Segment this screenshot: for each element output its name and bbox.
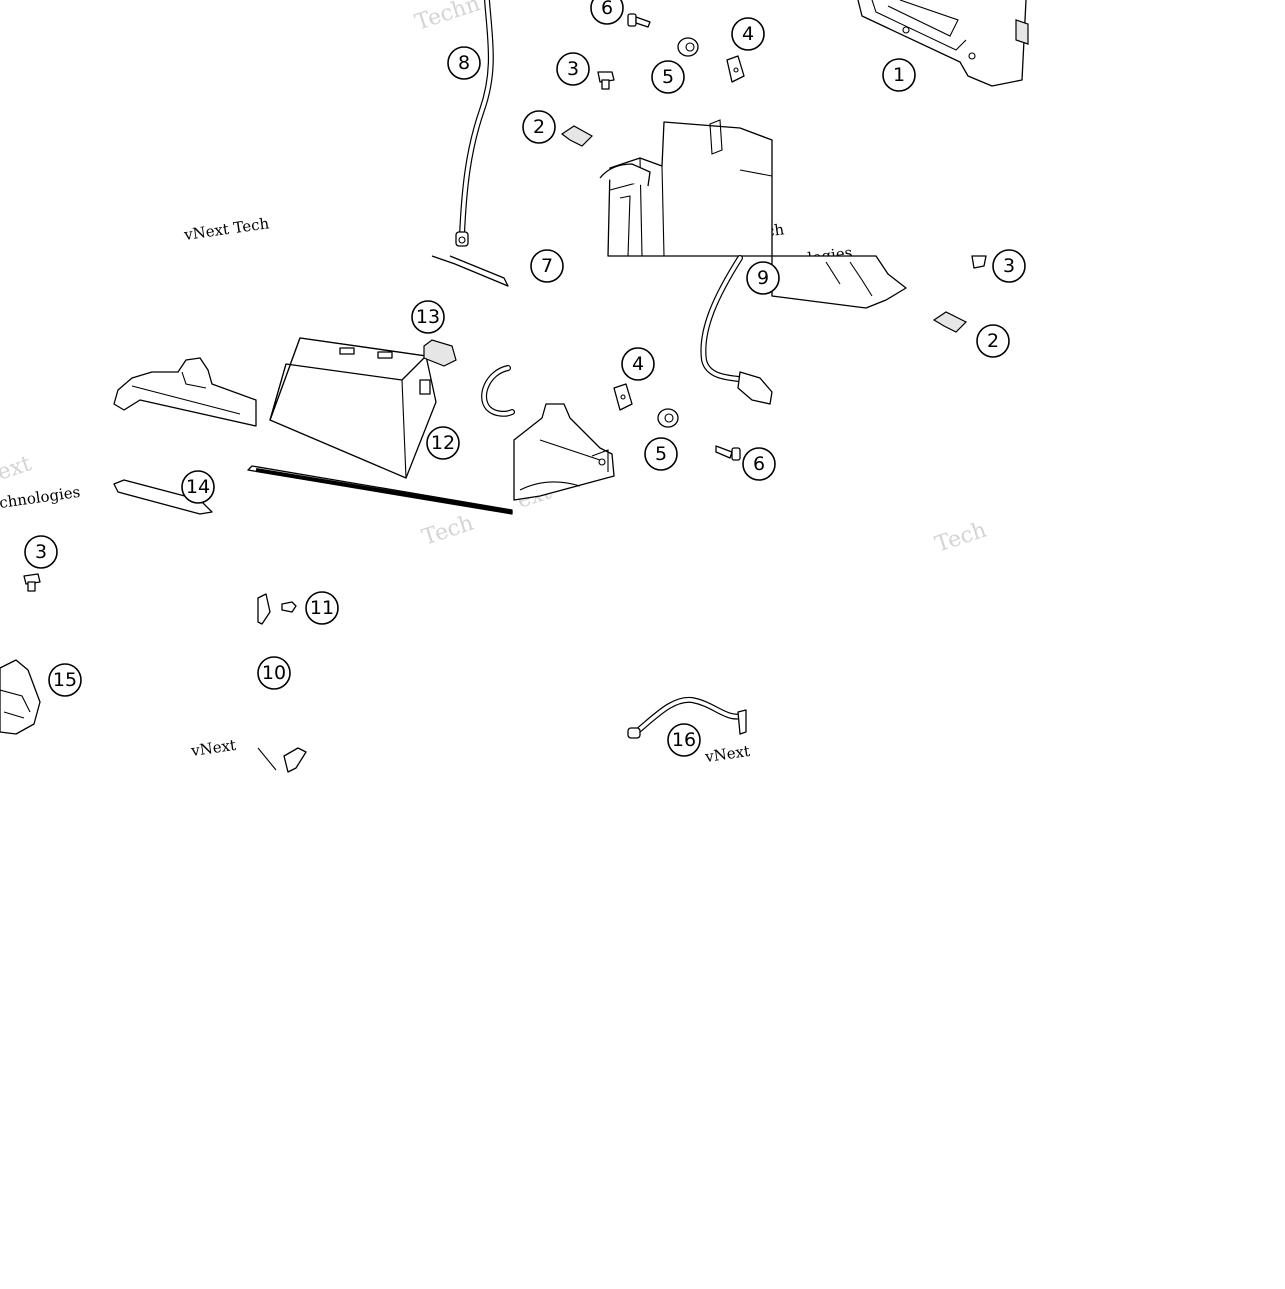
watermark-text: Tech — [932, 518, 990, 558]
battery-mat — [247, 465, 513, 515]
svg-text:16: 16 — [672, 729, 696, 751]
callout-10: 10 — [257, 656, 291, 690]
bolt-3 — [23, 573, 41, 592]
watermark-text: ext — [0, 451, 35, 485]
terminal-cover-13 — [423, 339, 457, 367]
svg-text:5: 5 — [662, 66, 674, 88]
callout-12: 12 — [426, 426, 460, 460]
callout-7: 7 — [530, 249, 564, 283]
callout-13: 13 — [411, 300, 445, 334]
svg-text:13: 13 — [416, 306, 440, 328]
callout-6: 6 — [742, 447, 776, 481]
svg-text:4: 4 — [742, 23, 754, 45]
battery-12 — [269, 337, 437, 479]
clip-nut-4 — [613, 383, 633, 411]
svg-text:3: 3 — [1003, 255, 1015, 277]
cable-loop — [481, 365, 515, 417]
callout-16: 16 — [667, 723, 701, 757]
callout-5: 5 — [644, 437, 678, 471]
callout-8: 8 — [447, 46, 481, 80]
svg-text:1: 1 — [893, 64, 905, 86]
watermark-text: Tech — [419, 511, 477, 551]
svg-text:2: 2 — [533, 116, 545, 138]
battery-holder-15 — [0, 659, 41, 735]
battery-box — [599, 119, 773, 257]
callout-3: 3 — [992, 249, 1026, 283]
watermark-text: chnologies — [0, 483, 81, 512]
svg-text:3: 3 — [35, 541, 47, 563]
svg-text:5: 5 — [655, 443, 667, 465]
clip-2 — [932, 311, 968, 333]
watermark-text: vNext Tech — [182, 214, 271, 244]
screw-6 — [627, 13, 651, 28]
callout-5: 5 — [651, 60, 685, 94]
screw-6 — [715, 445, 741, 461]
callout-14: 14 — [181, 470, 215, 504]
svg-text:6: 6 — [601, 0, 613, 19]
grommet-5 — [657, 408, 679, 428]
battery-cable-8 — [455, 0, 494, 247]
grommet-5 — [677, 37, 699, 57]
svg-text:7: 7 — [541, 255, 553, 277]
callout-9: 9 — [746, 261, 780, 295]
battery-box — [513, 403, 615, 501]
callout-11: 11 — [305, 591, 339, 625]
svg-text:12: 12 — [431, 432, 455, 454]
battery-holder-bracket — [857, 0, 1029, 87]
callout-15: 15 — [48, 663, 82, 697]
battery-holder-side — [771, 255, 907, 309]
svg-text:11: 11 — [310, 597, 334, 619]
callout-2: 2 — [976, 324, 1010, 358]
clip-2 — [560, 125, 593, 147]
bolt-3 — [971, 255, 987, 269]
watermark-text: vNext — [703, 742, 751, 766]
watermark-text: vNext — [189, 736, 237, 760]
callout-3: 3 — [24, 535, 58, 569]
callout-2: 2 — [522, 110, 556, 144]
svg-text:4: 4 — [632, 353, 644, 375]
callout-6: 6 — [590, 0, 624, 25]
watermark-text: Techn — [412, 0, 483, 36]
battery-pad-14 — [113, 479, 213, 515]
battery-cable-9 — [700, 255, 773, 405]
screw-11 — [281, 601, 297, 613]
svg-text:2: 2 — [987, 330, 999, 352]
svg-text:3: 3 — [567, 58, 579, 80]
callout-4: 4 — [621, 347, 655, 381]
battery-holder-side — [113, 357, 257, 427]
svg-text:15: 15 — [53, 669, 77, 691]
svg-text:8: 8 — [458, 52, 470, 74]
battery-pad — [431, 255, 509, 287]
bolt-3 — [597, 71, 615, 90]
callout-4: 4 — [731, 17, 765, 51]
callout-1: 1 — [882, 58, 916, 92]
terminal-10 — [257, 593, 307, 773]
svg-text:10: 10 — [262, 662, 286, 684]
clip-nut-4 — [726, 55, 745, 83]
callout-3: 3 — [556, 52, 590, 86]
svg-text:6: 6 — [753, 453, 765, 475]
battery-cable-16 — [627, 696, 747, 739]
svg-text:9: 9 — [757, 267, 769, 289]
svg-text:14: 14 — [186, 476, 210, 498]
